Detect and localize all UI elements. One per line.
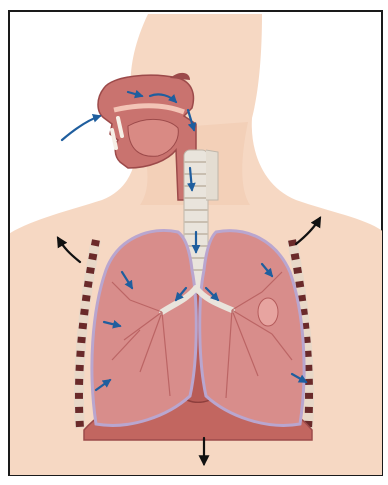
lung-nodule xyxy=(258,298,278,326)
esophagus-side xyxy=(206,150,218,200)
